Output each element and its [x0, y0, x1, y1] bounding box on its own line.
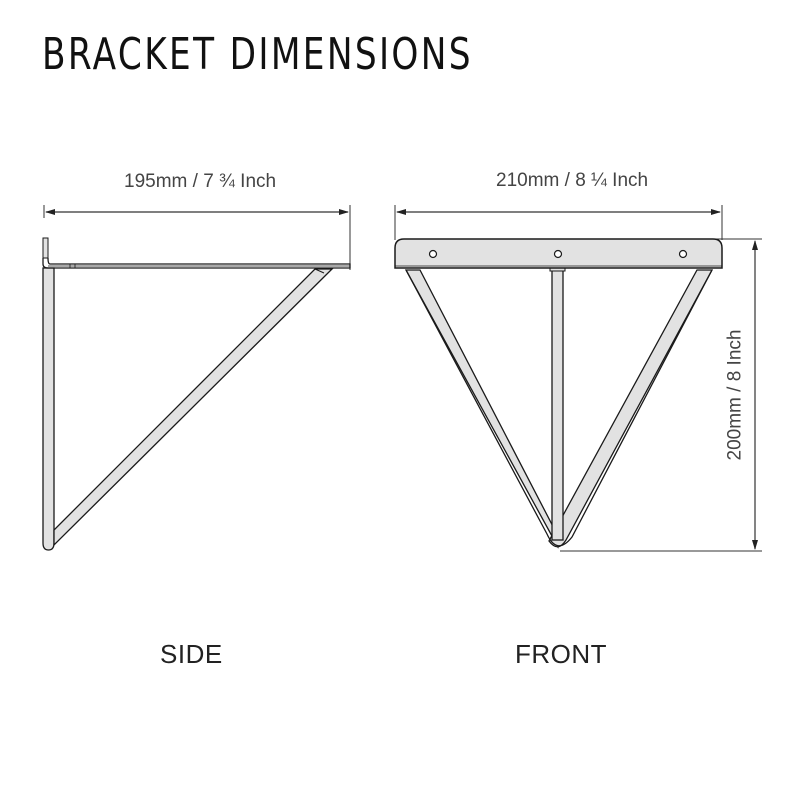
- mounting-hole-icon: [553, 249, 563, 259]
- front-view-label: FRONT: [515, 639, 608, 669]
- mounting-hole-icon: [678, 249, 688, 259]
- page-title: BRACKET DIMENSIONS: [42, 29, 473, 80]
- mounting-hole-icon: [428, 249, 438, 259]
- side-width-dimension-label: 195mm / 7 ¾ Inch: [124, 171, 277, 192]
- side-view-drawing: [42, 205, 351, 551]
- front-view-drawing: [394, 205, 762, 552]
- side-view-label: SIDE: [160, 639, 223, 669]
- front-width-dimension-label: 210mm / 8 ¼ Inch: [496, 170, 649, 191]
